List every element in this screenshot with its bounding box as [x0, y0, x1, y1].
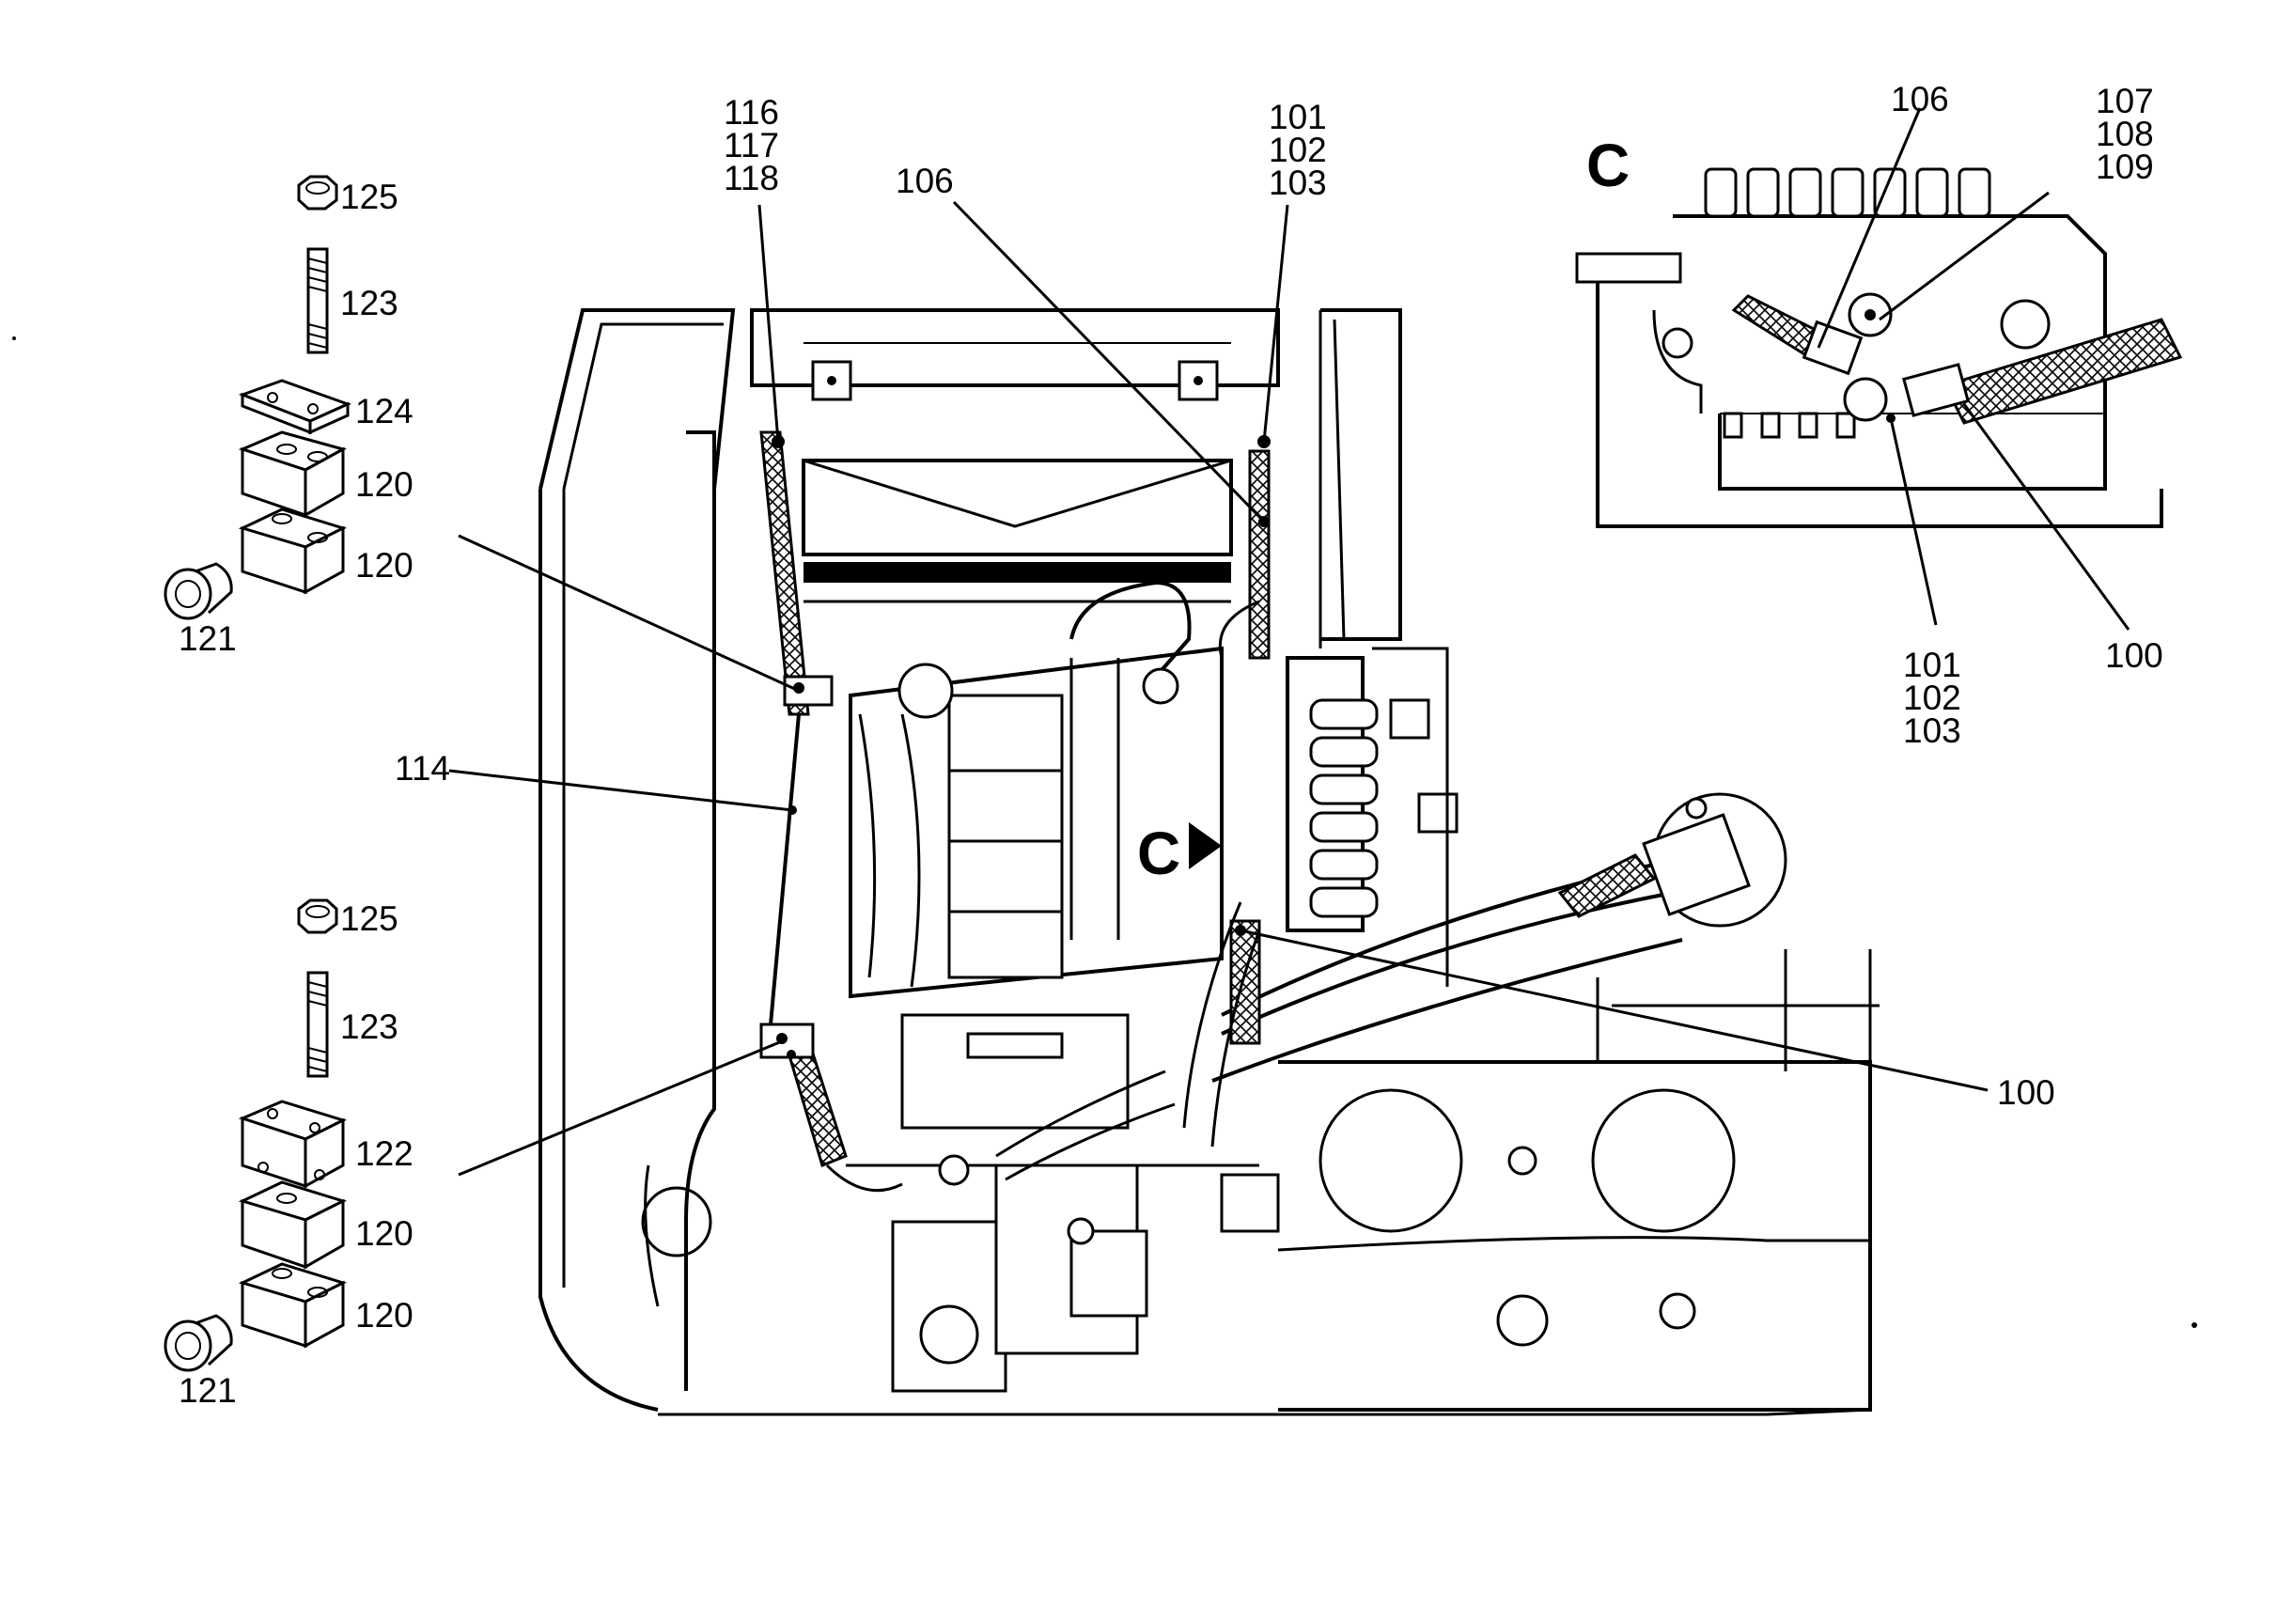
detail-label-108: 108 — [2096, 115, 2154, 153]
detail-label-103: 103 — [1903, 711, 1961, 750]
label-upper-half-bottom: 120 — [355, 546, 413, 585]
leader-lines — [448, 200, 1989, 1177]
label-100: 100 — [1997, 1073, 2055, 1112]
label-upper-half-top: 120 — [355, 465, 413, 504]
detail-view-c: C — [1575, 107, 2183, 631]
label-lower-half-top: 120 — [355, 1214, 413, 1253]
label-lower-stud: 123 — [340, 1007, 398, 1046]
detail-label-100: 100 — [2105, 636, 2163, 675]
view-marker-c: C — [1137, 820, 1180, 887]
detail-label-109: 109 — [2096, 148, 2154, 186]
label-103: 103 — [1269, 164, 1327, 202]
label-114: 114 — [395, 749, 450, 788]
detail-label-101: 101 — [1903, 646, 1961, 684]
label-lower-block: 122 — [355, 1134, 413, 1173]
detail-label-106: 106 — [1891, 80, 1949, 118]
label-118: 118 — [724, 159, 779, 197]
label-lower-plug: 121 — [179, 1371, 237, 1410]
label-102: 102 — [1269, 131, 1327, 169]
label-106: 106 — [896, 162, 954, 200]
label-lower-nut: 125 — [340, 899, 398, 938]
view-arrow-icon — [1189, 822, 1222, 869]
label-117: 117 — [724, 126, 779, 164]
label-116: 116 — [724, 93, 779, 132]
clamp-kit-upper — [164, 175, 352, 620]
label-upper-plate: 124 — [355, 392, 413, 430]
detail-label-102: 102 — [1903, 679, 1961, 717]
engine-assembly: C — [538, 308, 1880, 1416]
label-upper-stud: 123 — [340, 284, 398, 322]
label-upper-nut: 125 — [340, 178, 398, 216]
clamp-kit-lower — [164, 898, 348, 1372]
detail-label-107: 107 — [2096, 82, 2154, 120]
label-upper-plug: 121 — [179, 619, 237, 658]
label-lower-half-bottom: 120 — [355, 1296, 413, 1335]
detail-title: C — [1586, 132, 1630, 199]
label-101: 101 — [1269, 98, 1327, 136]
